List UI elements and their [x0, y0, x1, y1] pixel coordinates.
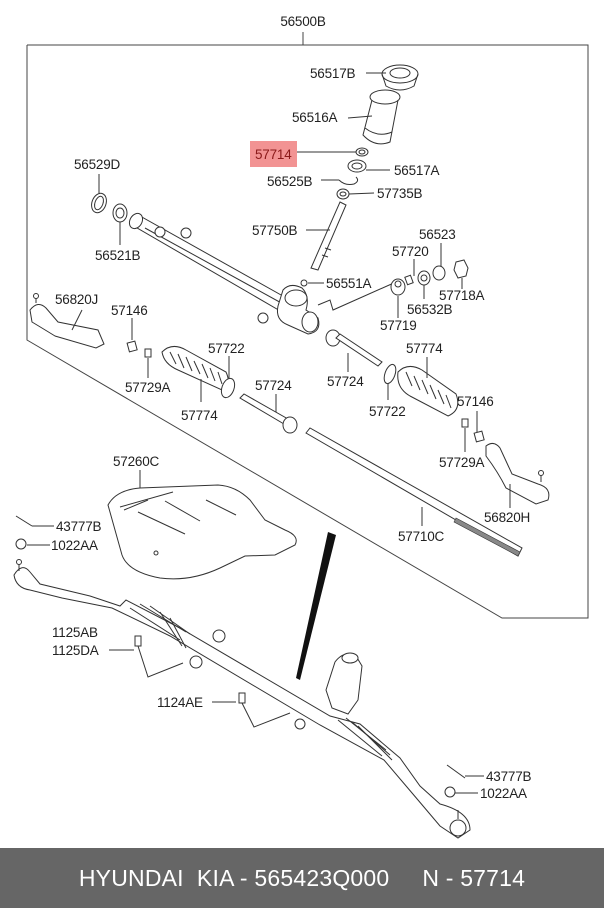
- callout-57718A[interactable]: 57718A: [439, 288, 485, 303]
- part-57710C-rack: [305, 427, 523, 557]
- callout-57729A-right[interactable]: 57729A: [439, 455, 485, 470]
- part-56551A-ball: [300, 279, 308, 287]
- part-57722-left-clamp: [220, 377, 236, 399]
- callout-57724-left[interactable]: 57724: [255, 378, 292, 393]
- highlight-box: [250, 141, 297, 167]
- part-57720-spring: [404, 274, 414, 286]
- part-assembled-rack: [13, 559, 471, 839]
- callout-57729A-left[interactable]: 57729A: [125, 380, 171, 395]
- callout-57719[interactable]: 57719: [380, 318, 417, 333]
- part-57729A-right-clip: [461, 418, 469, 428]
- callout-1022AA-right[interactable]: 1022AA: [480, 786, 527, 801]
- leader-57719: [317, 281, 397, 311]
- assembly-frame: [26, 32, 589, 619]
- callout-labels: 56517B 56516A 57714 56517A 56525B 57735B…: [51, 66, 532, 801]
- part-56516A-housing: [362, 89, 401, 145]
- callout-56517A[interactable]: 56517A: [394, 163, 440, 178]
- part-43777B-left-pin: [15, 515, 33, 527]
- part-number-caption: HYUNDAI KIA - 565423Q000 N - 57714: [78, 864, 526, 891]
- part-1022AA-right-nut: [444, 786, 456, 798]
- part-57718A-locknut: [453, 259, 469, 279]
- part-43777B-right-pin: [446, 764, 466, 779]
- part-57719-yoke: [390, 278, 406, 296]
- part-56517B-cap: [381, 64, 419, 91]
- part-57146-right-nut: [473, 430, 485, 443]
- part-56525B-snapring: [338, 176, 359, 185]
- leader-lines: [27, 72, 511, 794]
- callout-1125AB[interactable]: 1125AB: [52, 625, 98, 640]
- part-56820H-tierod-end: [485, 442, 550, 505]
- bolt-1125AB: [134, 635, 184, 678]
- part-56820J-tierod-end: [29, 293, 105, 349]
- callout-57724-right[interactable]: 57724: [327, 374, 364, 389]
- part-57146-left-nut: [126, 340, 138, 353]
- callout-57774-right[interactable]: 57774: [406, 341, 443, 356]
- callout-56521B[interactable]: 56521B: [95, 248, 141, 263]
- part-57729A-left-clip: [144, 348, 152, 358]
- callout-56820H[interactable]: 56820H: [484, 510, 530, 525]
- callout-1124AE[interactable]: 1124AE: [157, 695, 203, 710]
- callout-56532B[interactable]: 56532B: [407, 302, 453, 317]
- callout-57735B[interactable]: 57735B: [377, 186, 423, 201]
- callout-1125DA[interactable]: 1125DA: [52, 643, 99, 658]
- callout-43777B-right[interactable]: 43777B: [486, 769, 532, 784]
- callout-57146-right[interactable]: 57146: [457, 394, 494, 409]
- part-57714-seal: [355, 147, 369, 157]
- part-1022AA-left-nut: [15, 538, 27, 550]
- part-56521B-bushing: [112, 203, 128, 223]
- assembly-arrow: [296, 532, 336, 680]
- parts-diagram: 56500B: [13, 14, 589, 839]
- callout-1022AA-left[interactable]: 1022AA: [51, 538, 98, 553]
- part-57735B-bushing: [336, 188, 350, 200]
- callout-56523[interactable]: 56523: [419, 227, 456, 242]
- callout-56517B[interactable]: 56517B: [310, 66, 356, 81]
- assembly-label: 56500B: [280, 14, 326, 29]
- callout-57774-left[interactable]: 57774: [181, 408, 218, 423]
- callout-56525B[interactable]: 56525B: [267, 174, 313, 189]
- part-57724-left-inner-rod: [239, 393, 298, 434]
- part-56523-oring: [432, 265, 446, 281]
- callout-56516A[interactable]: 56516A: [292, 110, 338, 125]
- callout-57710C[interactable]: 57710C: [398, 529, 445, 544]
- callout-57720[interactable]: 57720: [392, 244, 429, 259]
- callout-57750B[interactable]: 57750B: [252, 223, 298, 238]
- footer-bar: HYUNDAI KIA - 565423Q000 N - 57714: [0, 848, 604, 908]
- callout-56529D[interactable]: 56529D: [74, 157, 121, 172]
- part-57724-right-inner-rod: [325, 329, 383, 367]
- part-rack-housing: [128, 212, 320, 335]
- part-57750B-pinion: [310, 201, 347, 271]
- callout-57146-left[interactable]: 57146: [111, 303, 148, 318]
- part-56517A-bearing: [347, 159, 367, 173]
- part-57722-right-clamp: [383, 363, 397, 385]
- callout-57714[interactable]: 57714: [255, 147, 292, 162]
- callout-43777B-left[interactable]: 43777B: [56, 519, 102, 534]
- part-56532B-plug: [417, 270, 431, 286]
- bolt-1124AE: [238, 692, 291, 728]
- callout-56551A[interactable]: 56551A: [326, 276, 372, 291]
- part-57260C-dust-cover: [107, 484, 297, 580]
- part-56529D-seal: [91, 192, 107, 214]
- part-57774-right-bellows: [397, 366, 459, 417]
- callout-57260C[interactable]: 57260C: [113, 454, 160, 469]
- callout-57722-left[interactable]: 57722: [208, 341, 245, 356]
- callout-56820J[interactable]: 56820J: [55, 292, 98, 307]
- callout-57722-right[interactable]: 57722: [369, 404, 406, 419]
